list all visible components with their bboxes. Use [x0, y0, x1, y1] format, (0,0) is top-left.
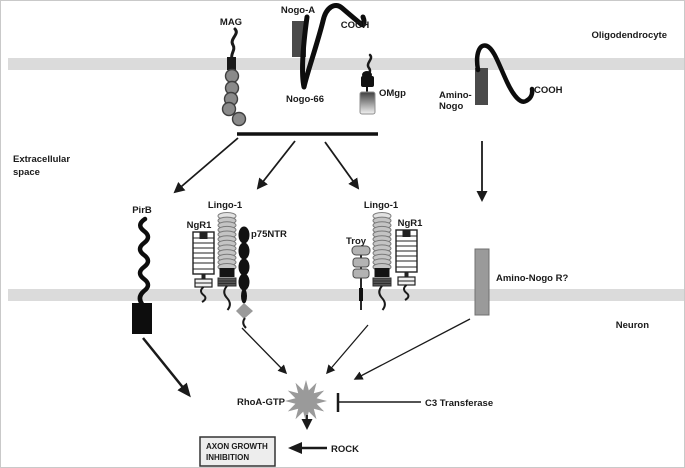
lingo1-left-label: Lingo-1 [208, 200, 243, 211]
ngr1-right-label: NgR1 [398, 218, 424, 229]
rock-label: ROCK [331, 444, 359, 455]
p75ntr-label: p75NTR [251, 229, 287, 240]
axon-growth-inhibition-line1: AXON GROWTH [206, 442, 268, 451]
amino-nogo-ligand [474, 43, 535, 105]
troy-label: Troy [346, 236, 367, 247]
pirb-receptor [132, 216, 152, 334]
mag-ligand [221, 27, 247, 127]
omgp-ligand [359, 53, 376, 115]
oligodendrocyte-label: Oligodendrocyte [592, 30, 667, 41]
extracellular-space-label-line1: Extracellular [13, 154, 70, 165]
mag-label: MAG [220, 17, 242, 28]
nogo-a-label: Nogo-A [281, 5, 315, 16]
ligand-to-receptor-arrows [173, 137, 488, 202]
amino-nogo-label-line2: Nogo [439, 101, 463, 112]
c3-inhibition-tbar [336, 393, 421, 412]
lingo1-right-label: Lingo-1 [364, 200, 399, 211]
nogo-a-cooh-label: COOH [341, 20, 370, 31]
oligodendrocyte-membrane [8, 58, 684, 70]
amino-nogo-receptor-label: Amino-Nogo R? [496, 273, 568, 284]
nogo-a-ligand [292, 3, 367, 90]
neuron-label: Neuron [616, 320, 649, 331]
extracellular-space-label-line2: space [13, 167, 40, 178]
c3-transferase-label: C3 Transferase [425, 398, 493, 409]
amino-nogo-label-line1: Amino- [439, 90, 472, 101]
rhoa-gtp-label: RhoA-GTP [237, 397, 286, 408]
rhoa-gtp-starburst [285, 380, 327, 422]
amino-nogo-receptor [474, 248, 490, 316]
pirb-label: PirB [132, 205, 152, 216]
axon-growth-inhibition-line2: INHIBITION [206, 453, 249, 462]
nogo-66-label: Nogo-66 [286, 94, 324, 105]
amino-nogo-cooh-label: COOH [534, 85, 563, 96]
receptor-to-rhoa-arrows [142, 318, 471, 398]
omgp-label: OMgp [379, 88, 406, 99]
axon-growth-inhibition-box [199, 436, 276, 467]
neuron-membrane [8, 289, 684, 301]
p75ntr-receptor [236, 226, 253, 329]
ngr1-left-label: NgR1 [187, 220, 213, 231]
troy-receptor [351, 245, 371, 310]
